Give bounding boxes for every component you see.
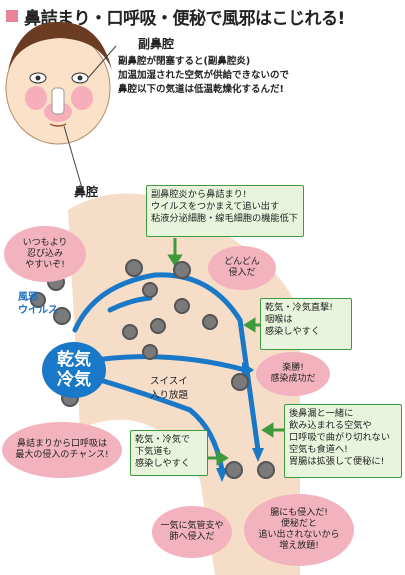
stomach-box-line3: 口呼吸で曲がり切れない	[289, 432, 391, 443]
suisui-line1: スイスイ	[150, 376, 188, 387]
sneak-cloud: いつもより 忍び込み やすいぞ!	[4, 226, 86, 282]
lower-box-line3: 感染しやすく	[135, 458, 191, 469]
face-illustration	[5, 21, 112, 145]
lung-cloud: 一気に気管支や 肺へ侵入だ	[152, 506, 232, 558]
fukubikuu-desc-line2: 加温加湿された空気が供給できないので	[118, 70, 290, 81]
throat-box: 乾気・冷気直撃! 咽喉は 感染しやすく	[260, 298, 352, 350]
fukubikuu-desc-line3: 鼻腔以下の気道は低温乾燥化するんだ!	[118, 84, 284, 95]
title-marker	[6, 10, 18, 22]
bikuu-pointer	[63, 125, 83, 189]
lung-line2: 肺へ侵入だ	[169, 532, 215, 542]
title-text: 鼻詰まり・口呼吸・便秘で風邪はこじれる!	[24, 8, 345, 29]
fukubikuu-pointer	[87, 45, 117, 79]
stomach-box-line4: 空気も食道へ!	[289, 444, 348, 455]
virus-label-line2: ウイルス	[18, 305, 58, 316]
sneak-line2: 忍び込み	[26, 248, 63, 259]
gut-line1: 腸にも侵入だ!	[270, 508, 328, 518]
nasal-box-line1: 副鼻腔炎から鼻詰まり!	[151, 189, 247, 200]
nasal-box-line3: 粘液分泌細胞・線毛細胞の機能低下	[151, 213, 298, 224]
lower-box-line2: 下気道も	[135, 446, 172, 457]
stomach-box-line2: 飲み込まれる空気や	[289, 420, 372, 431]
dondon-line2: 侵入だ	[228, 268, 256, 278]
page-title: 鼻詰まり・口呼吸・便秘で風邪はこじれる!	[6, 4, 402, 29]
bikuu-label: 鼻腔	[74, 185, 99, 199]
main-route-line1: 鼻詰まりから口呼吸は	[16, 439, 107, 449]
gut-cloud: 腸にも侵入だ! 便秘だと 追い出されないから 増え放題!	[244, 494, 354, 566]
sneak-line3: やすいぞ!	[25, 259, 65, 270]
gut-line4: 増え放題!	[279, 541, 319, 551]
dondon-cloud: どんどん 侵入だ	[208, 246, 276, 290]
lower-airway-box: 乾気・冷気で 下気道も 感染しやすく	[130, 430, 208, 476]
easy-line2: 感染成功だ	[270, 374, 316, 384]
main-route-line2: 最大の侵入のチャンス!	[15, 450, 109, 460]
kanki-line1: 乾気	[57, 350, 91, 370]
gut-line2: 便秘だと	[280, 519, 317, 529]
stomach-box: 後鼻漏と一緒に 飲み込まれる空気や 口呼吸で曲がり切れない 空気も食道へ! 胃腸…	[284, 404, 402, 478]
stomach-box-line1: 後鼻漏と一緒に	[289, 408, 354, 419]
airflow-arrowheads	[216, 362, 264, 482]
throat-box-line3: 感染しやすく	[265, 326, 321, 337]
nasal-box-line2: ウイルスをつかまえて追い出す	[151, 201, 280, 212]
green-pointer-arrows	[167, 238, 284, 466]
sneak-line1: いつもより	[22, 237, 68, 248]
nasal-box: 副鼻腔炎から鼻詰まり! ウイルスをつかまえて追い出す 粘液分泌細胞・線毛細胞の機…	[146, 185, 304, 237]
airflow-arrows	[72, 272, 261, 473]
stomach-box-line5: 胃腸は拡張して便秘に!	[289, 456, 385, 467]
dry-cold-air-badge: 乾気 冷気	[42, 342, 106, 398]
fukubikuu-desc-line1: 副鼻腔が閉塞すると(副鼻腔炎)	[118, 56, 251, 67]
main-route-cloud: 鼻詰まりから口呼吸は 最大の侵入のチャンス!	[2, 422, 122, 478]
easy-cloud: 楽勝! 感染成功だ	[256, 352, 330, 396]
kanki-line2: 冷気	[57, 370, 91, 390]
virus-label-line1: 風邪	[18, 292, 38, 303]
suisui-line2: 入り放題	[150, 390, 189, 401]
fukubikuu-label: 副鼻腔	[138, 37, 175, 51]
virus-particles	[30, 259, 275, 479]
easy-line1: 楽勝!	[282, 363, 304, 373]
throat-box-line2: 咽喉は	[265, 314, 293, 325]
gut-line3: 追い出されないから	[258, 530, 340, 540]
lower-box-line1: 乾気・冷気で	[135, 434, 191, 445]
throat-box-line1: 乾気・冷気直撃!	[265, 302, 333, 313]
lung-line1: 一気に気管支や	[160, 521, 224, 531]
dondon-line1: どんどん	[224, 257, 260, 267]
